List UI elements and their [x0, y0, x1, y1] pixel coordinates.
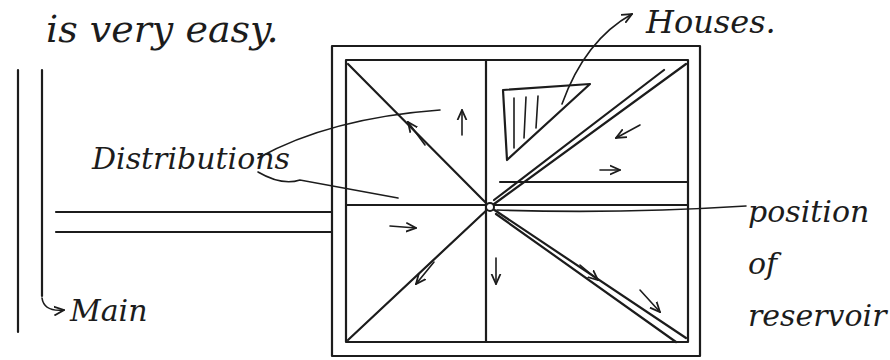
flow-arrow: [416, 262, 434, 284]
distribution-pipe: [494, 70, 664, 200]
flow-arrow: [640, 290, 660, 312]
distribution-pipe: [348, 64, 490, 207]
branch-pipe: [56, 231, 332, 233]
part-label: Main: [70, 292, 148, 330]
part-label: Houses.: [646, 2, 776, 42]
distribution-pipe: [348, 207, 490, 340]
branch-pipe: [56, 211, 332, 213]
leader-line: [562, 14, 632, 104]
flow-arrow: [580, 265, 598, 280]
area-boundary: [346, 60, 688, 342]
flow-arrow: [390, 226, 416, 228]
area-boundary: [332, 46, 700, 356]
flow-arrow: [495, 258, 497, 284]
flow-arrow: [408, 122, 425, 145]
distribution-pipe: [346, 204, 688, 206]
part-label: Distributions: [92, 140, 290, 178]
distribution-pipe: [490, 207, 686, 338]
leader-line: [497, 206, 746, 211]
flow-arrow: [461, 110, 463, 135]
reservoir-point: [486, 203, 494, 211]
leader-line: [42, 298, 64, 310]
main-pipe: [41, 70, 43, 296]
flow-arrow: [600, 169, 620, 171]
flow-arrow: [616, 125, 640, 138]
sentence-fragment: is very easy.: [46, 6, 279, 52]
distribution-pipe: [496, 214, 676, 342]
part-label: position of reservoir: [748, 186, 888, 342]
houses-hatch: [514, 96, 538, 148]
distribution-pipe: [490, 64, 686, 207]
main-pipe: [17, 70, 19, 332]
distribution-pipe: [500, 181, 688, 183]
houses-block: [503, 84, 590, 160]
